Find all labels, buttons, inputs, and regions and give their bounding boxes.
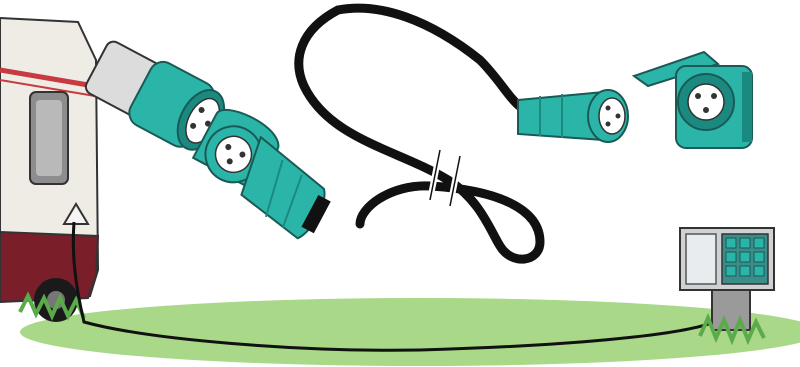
site-bollard [679, 227, 775, 346]
cable-coil [294, 5, 545, 264]
socket-lid [631, 50, 721, 88]
grass-ground [20, 298, 800, 366]
inline-socket [517, 89, 629, 143]
wall-socket [631, 50, 753, 149]
cable-connector [191, 108, 331, 240]
caravan [0, 16, 100, 322]
caravan-socket [62, 202, 90, 225]
